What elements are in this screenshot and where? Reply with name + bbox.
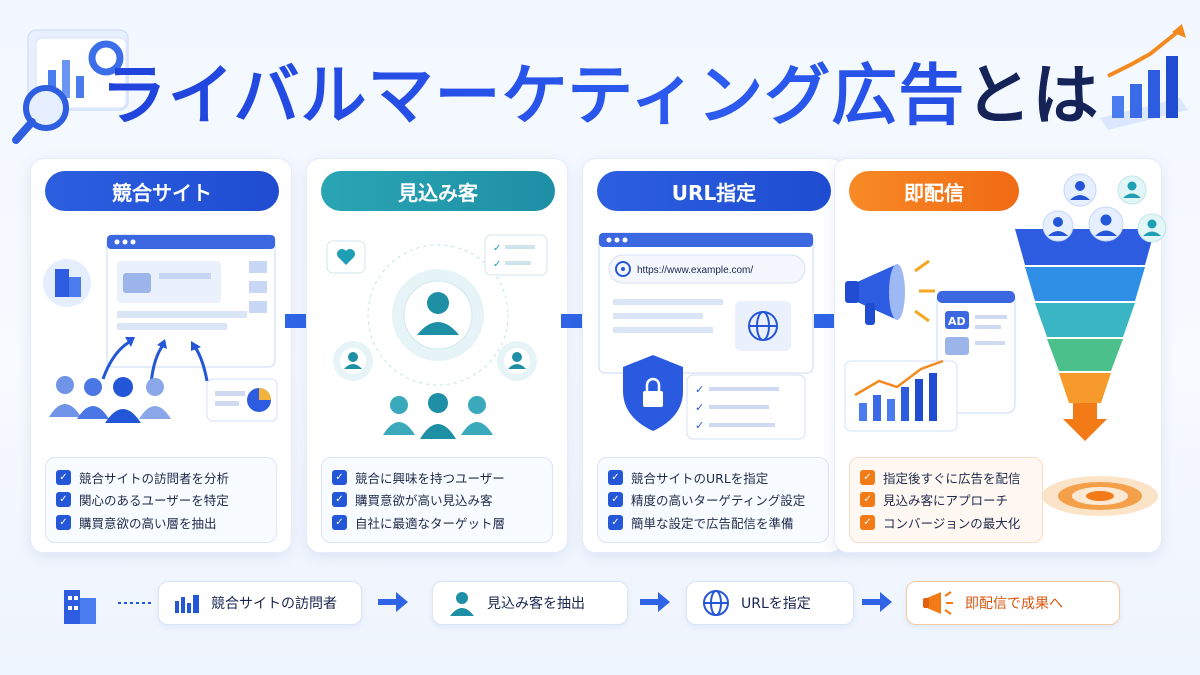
competitor-site-illustration xyxy=(31,219,291,449)
check-item: ✓競合サイトの訪問者を分析 xyxy=(56,468,266,487)
check-item: ✓精度の高いターゲティング設定 xyxy=(608,490,818,509)
svg-text:✓: ✓ xyxy=(695,419,704,432)
card-label: 即配信 xyxy=(849,171,1019,211)
megaphone-icon xyxy=(845,259,935,325)
check-list: ✓競合サイトのURLを指定 ✓精度の高いターゲティング設定 ✓簡単な設定で広告配… xyxy=(597,457,829,543)
svg-text:✓: ✓ xyxy=(493,259,501,270)
globe-icon xyxy=(748,311,778,341)
arrow-right-icon xyxy=(862,592,892,612)
checkbox-checked-icon: ✓ xyxy=(608,469,623,485)
building-chart-icon xyxy=(175,595,199,613)
card-url-targeting: URL指定 https://www.example.com/ xyxy=(582,158,844,553)
check-list: ✓競合サイトの訪問者を分析 ✓関心のあるユーザーを特定 ✓購買意欲の高い層を抽出 xyxy=(45,457,277,543)
check-item: ✓競合に興味を持つユーザー xyxy=(332,468,542,487)
users-group-icon xyxy=(383,393,493,439)
checkbox-checked-icon: ✓ xyxy=(332,515,347,531)
card-prospects: 見込み客 ✓ ✓ xyxy=(306,158,568,553)
dotted-connector xyxy=(118,602,154,604)
checkbox-checked-icon: ✓ xyxy=(860,515,875,531)
flow-step-specify-url: URLを指定 xyxy=(686,581,854,625)
globe-icon xyxy=(703,590,729,616)
svg-text:✓: ✓ xyxy=(695,383,704,396)
check-item: ✓指定後すぐに広告を配信 xyxy=(860,468,1032,487)
growth-chart-illustration xyxy=(1100,24,1188,130)
checkbox-checked-icon: ✓ xyxy=(56,492,71,508)
checkbox-checked-icon: ✓ xyxy=(608,515,623,531)
check-item: ✓競合サイトのURLを指定 xyxy=(608,468,818,487)
checkbox-checked-icon: ✓ xyxy=(56,469,71,485)
check-item: ✓自社に最適なターゲット層 xyxy=(332,513,542,532)
card-instant-delivery: 即配信 AD xyxy=(834,158,1162,553)
user-avatars-group xyxy=(1042,173,1167,243)
arrow-right-icon xyxy=(640,592,670,612)
card-label: URL指定 xyxy=(597,171,831,211)
prospects-illustration: ✓ ✓ xyxy=(307,219,567,449)
checkbox-checked-icon: ✓ xyxy=(332,492,347,508)
checkbox-checked-icon: ✓ xyxy=(608,492,623,508)
card-label: 見込み客 xyxy=(321,171,555,211)
check-item: ✓見込み客にアプローチ xyxy=(860,490,1032,509)
person-icon xyxy=(417,292,459,335)
flow-step-instant-results: 即配信で成果へ xyxy=(906,581,1120,625)
check-item: ✓コンバージョンの最大化 xyxy=(860,513,1032,532)
svg-text:✓: ✓ xyxy=(493,243,501,254)
url-text: https://www.example.com/ xyxy=(637,265,753,276)
check-list: ✓競合に興味を持つユーザー ✓購買意欲が高い見込み客 ✓自社に最適なターゲット層 xyxy=(321,457,553,543)
check-item: ✓購買意欲が高い見込み客 xyxy=(332,490,542,509)
heart-icon xyxy=(337,249,355,265)
target-icon xyxy=(1042,476,1158,516)
page-title: ライバルマーケティング広告とは xyxy=(0,42,1200,138)
conversion-funnel-icon xyxy=(1015,229,1155,441)
card-label: 競合サイト xyxy=(45,171,279,211)
url-targeting-illustration: https://www.example.com/ ✓ ✓ ✓ xyxy=(583,219,843,449)
ad-badge: AD xyxy=(948,315,966,328)
instant-delivery-illustration: AD xyxy=(835,219,1161,449)
checkbox-checked-icon: ✓ xyxy=(860,492,875,508)
megaphone-icon xyxy=(923,591,953,615)
analytics-magnifier-illustration xyxy=(12,29,129,144)
arrow-right-icon xyxy=(378,592,408,612)
flow-step-extract-prospects: 見込み客を抽出 xyxy=(432,581,628,625)
check-item: ✓簡単な設定で広告配信を準備 xyxy=(608,513,818,532)
check-item: ✓購買意欲の高い層を抽出 xyxy=(56,513,266,532)
checkbox-checked-icon: ✓ xyxy=(332,469,347,485)
check-list: ✓指定後すぐに広告を配信 ✓見込み客にアプローチ ✓コンバージョンの最大化 xyxy=(849,457,1043,543)
checkbox-checked-icon: ✓ xyxy=(860,469,875,485)
svg-text:✓: ✓ xyxy=(695,401,704,414)
process-flow: 競合サイトの訪問者 見込み客を抽出 URLを指定 即配信で成果へ xyxy=(0,578,1200,638)
person-icon xyxy=(450,592,474,616)
check-item: ✓関心のあるユーザーを特定 xyxy=(56,490,266,509)
target-icon xyxy=(615,261,631,277)
card-competitor-site: 競合サイト xyxy=(30,158,292,553)
building-icon xyxy=(64,590,96,624)
flow-step-competitor-visitors: 競合サイトの訪問者 xyxy=(158,581,362,625)
building-icon xyxy=(55,269,81,297)
users-group-icon xyxy=(49,376,171,423)
checkbox-checked-icon: ✓ xyxy=(56,515,71,531)
